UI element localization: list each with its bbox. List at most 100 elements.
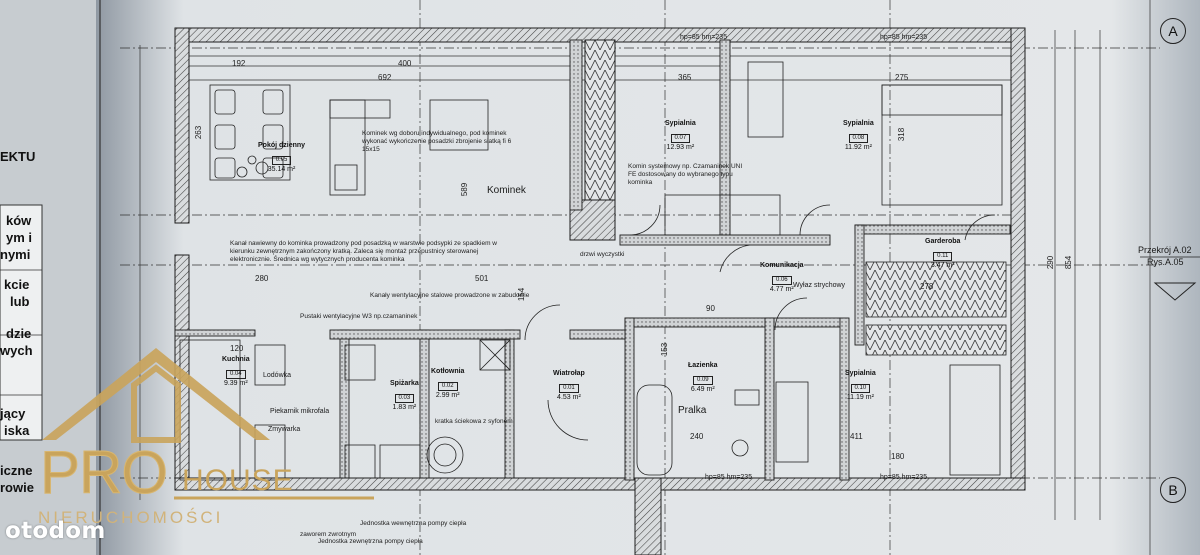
left-page-text: iczne rowie: [0, 462, 34, 496]
room-label-wardrobe: Garderoba 0.11 3.47 m²: [925, 238, 960, 269]
room-number: 0.09: [692, 376, 713, 385]
note-komin: Komin systemowy np. Czamaninek UNI FE do…: [628, 163, 743, 187]
note-kratka: kratka ściekowa z syfonem: [435, 418, 513, 425]
brand-house-text: HOUSE: [182, 464, 294, 497]
room-label-pantry: Spiżarka 0.03 1.83 m²: [390, 380, 419, 411]
label-drzwi-wyczystki: drzwi wyczystki: [580, 251, 625, 258]
otodom-logo: otodom: [5, 518, 106, 544]
label-lodowka: Lodówka: [263, 372, 292, 379]
dimension: 400: [398, 59, 412, 68]
label-wylaz: Wyłaz strychowy: [793, 282, 846, 289]
room-name: Kotłownia: [431, 368, 465, 375]
dimension: 280: [255, 274, 269, 283]
note-pompa2: Jednostka zewnętrzna pompy ciepła: [318, 538, 423, 545]
dimension: 411: [850, 432, 863, 441]
room-name: Garderoba: [925, 238, 961, 245]
room-name: Kuchnia: [222, 356, 250, 363]
room-area: 11.92 m²: [844, 144, 872, 152]
room-name: Łazienka: [688, 362, 718, 369]
left-text-line: iska: [4, 423, 30, 438]
room-label-bathroom: Łazienka 0.09 6.49 m²: [688, 362, 718, 393]
note-kanaly-went: Kanały wentylacyjne stalowe prowadzone w…: [370, 292, 530, 299]
room-label-bedroom-2: Sypialnia 0.08 11.92 m²: [843, 120, 874, 151]
left-page-text: kcie lub: [0, 276, 30, 310]
note-kanal: Kanał nawiewny do kominka prowadzony pod…: [230, 240, 497, 264]
label-rys: Rys.A.05: [1147, 257, 1184, 267]
house-roof-logo-icon: [42, 348, 374, 500]
room-area: 11.19 m²: [846, 394, 874, 402]
left-text-line: jący: [0, 406, 26, 421]
room-number: 0.01: [559, 384, 579, 393]
room-label-boiler: Kotłownia 0.02 2.99 m²: [431, 368, 464, 399]
room-number: 0.08: [848, 134, 869, 143]
left-page-text: dzie wych: [0, 325, 33, 359]
label-hp-bottom-mid: hp=85 hm=235: [705, 474, 753, 481]
left-text-line: ym i: [6, 230, 33, 245]
label-piekarnik: Piekarnik mikrofala: [270, 408, 330, 415]
axis-a-marker: A: [1160, 18, 1186, 44]
dimension: 240: [690, 432, 704, 441]
dimension: 692: [378, 73, 392, 82]
label-kominek: Kominek: [487, 185, 526, 196]
room-label-living: Pokój dzienny 0.05 35.14 m²: [258, 142, 305, 173]
room-label-hall: Komunikacja 0.06 4.77 m²: [760, 262, 804, 293]
prohouse-watermark: PRO HOUSE NIERUCHOMOŚCI: [34, 330, 379, 555]
room-name: Komunikacja: [760, 262, 804, 269]
dimension: 90: [706, 304, 715, 313]
dimension: 153: [660, 342, 670, 357]
left-page-text: ków ym i nymi: [0, 212, 32, 263]
label-hp-top-left: hp=85 hm=235: [680, 34, 728, 41]
dimension: 275: [895, 73, 909, 82]
dimension: 290: [1046, 255, 1056, 270]
dimension: 154: [517, 287, 527, 302]
label-zmywarka: Zmywarka: [268, 426, 301, 433]
room-name: Pokój dzienny: [258, 142, 306, 149]
room-name: Sypialnia: [843, 120, 874, 127]
left-text-line: nymi: [0, 247, 31, 262]
room-area: 3.47 m²: [930, 262, 955, 270]
room-number: 0.05: [271, 156, 292, 165]
label-hp-top-right: hp=85 hm=235: [880, 34, 928, 41]
label-przekroj: Przekrój A.02: [1138, 245, 1192, 255]
room-number: 0.06: [771, 276, 792, 285]
room-area: 2.99 m²: [435, 392, 460, 400]
room-number: 0.11: [933, 252, 953, 261]
label-pralka: Pralka: [678, 405, 707, 416]
room-number: 0.10: [850, 384, 871, 393]
dimension: 192: [232, 59, 246, 68]
room-area: 1.83 m²: [392, 404, 417, 412]
brand-pro-text: PRO: [39, 439, 168, 507]
note-zwrotny: zaworem zwrotnym: [300, 531, 356, 538]
left-text-line: iczne: [0, 463, 33, 478]
room-number: 0.07: [670, 134, 691, 143]
dimension: 180: [891, 452, 905, 461]
room-name: Spiżarka: [390, 380, 419, 387]
left-text-line: rowie: [0, 480, 34, 495]
room-label-vestibule: Wiatrołap 0.01 4.53 m²: [553, 370, 585, 401]
room-name: Wiatrołap: [553, 370, 585, 377]
note-pompa1: Jednostka wewnętrzna pompy ciepła: [360, 520, 467, 527]
label-hp-bottom-right: hp=85 hm=235: [880, 474, 928, 481]
room-number: 0.03: [394, 394, 415, 403]
room-label-bedroom-3: Sypialnia 0.10 11.19 m²: [845, 370, 876, 401]
dimension: 120: [230, 344, 244, 353]
room-label-kitchen: Kuchnia 0.04 9.39 m²: [222, 356, 250, 387]
room-area: 35.14 m²: [267, 166, 296, 174]
left-page-text: EKTU: [0, 148, 35, 165]
left-page-text: jący iska: [0, 405, 29, 439]
room-area: 9.39 m²: [223, 380, 248, 388]
room-area: 6.49 m²: [690, 386, 715, 394]
dimension: 501: [475, 274, 489, 283]
room-area: 4.77 m²: [769, 286, 794, 294]
left-text-line: lub: [10, 294, 30, 309]
left-text-line: wych: [0, 343, 33, 358]
dimension: 318: [897, 127, 907, 142]
note-pustaki: Pustaki wentylacyjne W3 np.czamaninek: [300, 313, 418, 320]
left-text-line: kcie: [4, 277, 30, 292]
brand-subtitle: NIERUCHOMOŚCI: [38, 508, 224, 527]
room-label-bedroom-1: Sypialnia 0.07 12.93 m²: [665, 120, 696, 151]
room-area: 12.93 m²: [666, 144, 695, 152]
dimension: 854: [1064, 255, 1074, 270]
dimension: 589: [460, 182, 470, 197]
